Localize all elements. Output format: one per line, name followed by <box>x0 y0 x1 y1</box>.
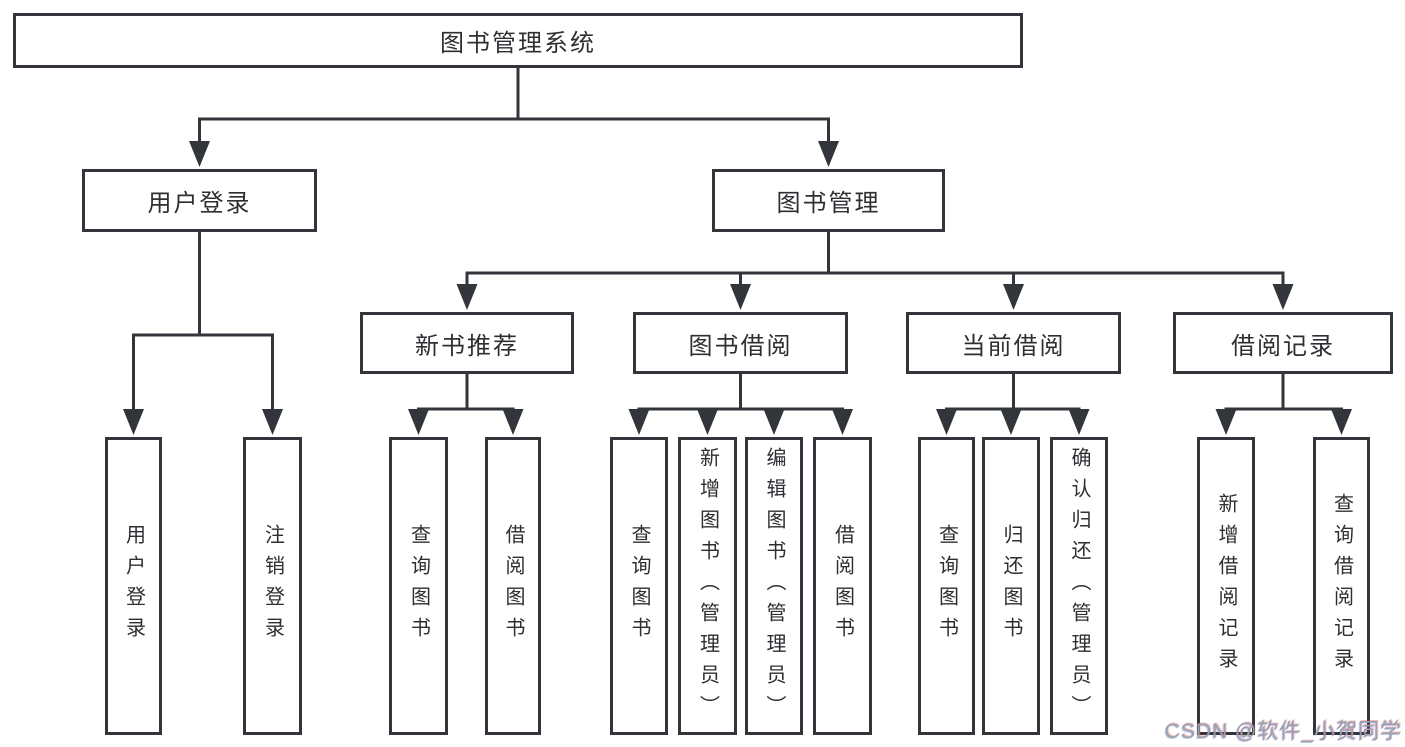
node-return-books: 归还图书 <box>982 437 1040 735</box>
node-confirm-return-admin: 确认归还（管理员） <box>1050 437 1108 735</box>
node-label: 归还图书 <box>1000 524 1022 648</box>
node-book-management: 图书管理 <box>712 169 945 232</box>
node-user-login: 用户登录 <box>82 169 317 232</box>
node-label: 新书推荐 <box>415 332 519 360</box>
arrowhead-icon <box>818 141 839 167</box>
node-logout-action: 注销登录 <box>243 437 302 735</box>
node-library-management-system: 图书管理系统 <box>13 13 1023 68</box>
arrowhead-icon <box>936 409 957 435</box>
arrowhead-icon <box>697 409 718 435</box>
node-edit-books-admin: 编辑图书（管理员） <box>745 437 803 735</box>
node-label: 确认归还（管理员） <box>1068 446 1090 726</box>
node-query-books: 查询图书 <box>389 437 448 735</box>
node-user-login-action: 用户登录 <box>105 437 162 735</box>
arrowhead-icon <box>1000 409 1022 435</box>
node-label: 借阅图书 <box>831 524 854 648</box>
node-label: 借阅图书 <box>502 524 524 648</box>
node-label: 查询图书 <box>935 524 958 648</box>
node-new-book-recommendation: 新书推荐 <box>360 312 574 374</box>
node-book-borrowing: 图书借阅 <box>633 312 848 374</box>
arrowhead-icon <box>1068 409 1090 435</box>
arrowhead-icon <box>408 409 429 435</box>
node-label: 用户登录 <box>147 190 252 217</box>
node-label: 当前借阅 <box>961 332 1066 360</box>
node-label: 查询借阅记录 <box>1330 493 1353 679</box>
node-borrowing-records: 借阅记录 <box>1173 312 1393 374</box>
node-current-borrowing: 当前借阅 <box>906 312 1121 374</box>
node-query-borrow-record: 查询借阅记录 <box>1313 437 1370 735</box>
node-borrow-books: 借阅图书 <box>813 437 872 735</box>
node-label: 注销登录 <box>261 524 284 648</box>
arrowhead-icon <box>189 141 210 167</box>
node-add-books-admin: 新增图书（管理员） <box>678 437 737 735</box>
node-label: 用户登录 <box>122 524 145 648</box>
arrowhead-icon <box>262 409 283 435</box>
node-query-books: 查询图书 <box>918 437 975 735</box>
node-borrow-books: 借阅图书 <box>485 437 541 735</box>
arrowhead-icon <box>628 409 650 435</box>
node-label: 图书管理系统 <box>440 30 596 57</box>
node-label: 图书借阅 <box>688 332 793 360</box>
arrowhead-icon <box>832 409 853 435</box>
node-label: 新增借阅记录 <box>1215 493 1237 679</box>
node-add-borrow-record: 新增借阅记录 <box>1197 437 1255 735</box>
node-query-books: 查询图书 <box>610 437 668 735</box>
arrowhead-icon <box>1272 284 1294 310</box>
arrowhead-icon <box>1331 409 1352 435</box>
node-label: 查询图书 <box>628 524 650 648</box>
arrowhead-icon <box>123 409 144 435</box>
arrowhead-icon <box>456 284 478 310</box>
node-label: 借阅记录 <box>1231 332 1335 360</box>
arrowhead-icon <box>502 409 524 435</box>
node-label: 查询图书 <box>407 524 430 648</box>
arrowhead-icon <box>1215 409 1237 435</box>
node-label: 图书管理 <box>776 190 881 217</box>
arrowhead-icon <box>763 409 785 435</box>
arrowhead-icon <box>1003 284 1024 310</box>
node-label: 编辑图书（管理员） <box>763 446 785 726</box>
node-label: 新增图书（管理员） <box>696 446 719 726</box>
arrowhead-icon <box>730 284 751 310</box>
watermark: CSDN @软件_小贺同学 <box>1164 720 1402 743</box>
